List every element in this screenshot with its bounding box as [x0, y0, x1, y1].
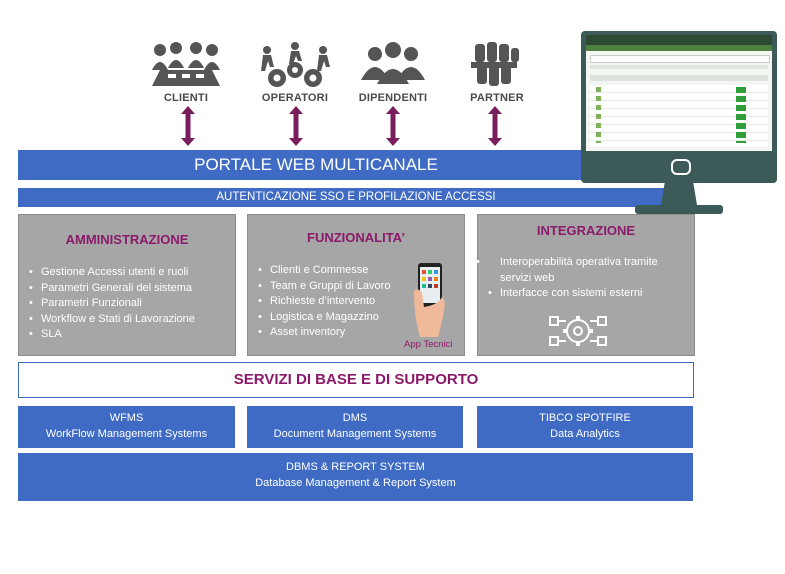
actor-clienti: CLIENTI — [141, 40, 231, 104]
list-item: Workflow e Stati di Lavorazione — [29, 312, 195, 328]
list-item: Gestione Accessi utenti e ruoli — [29, 265, 195, 281]
module-wfms: WFMS WorkFlow Management Systems — [18, 406, 235, 448]
handshake-icon — [471, 42, 519, 86]
module-subtitle: WorkFlow Management Systems — [45, 428, 208, 440]
monitor-screen — [586, 35, 772, 151]
actor-label: CLIENTI — [163, 92, 209, 104]
list-item: Asset inventory — [258, 325, 390, 341]
list-item: Parametri Funzionali — [29, 296, 195, 312]
dbms-subtitle: Database Management & Report System — [255, 477, 456, 489]
list-item: Team e Gruppi di Lavoro — [258, 279, 390, 295]
gear-integration-icon — [549, 316, 607, 346]
double-arrow-icon — [488, 106, 502, 146]
features-panel: FUNZIONALITA’ Clienti e Commesse Team e … — [247, 214, 465, 356]
module-tibco: TIBCO SPOTFIRE Data Analytics — [477, 406, 693, 448]
gears-people-icon — [261, 42, 330, 87]
auth-title: AUTENTICAZIONE SSO E PROFILAZIONE ACCESS… — [216, 191, 496, 203]
list-item-text: Interoperabilità operativa tramite servi… — [500, 256, 658, 284]
actor-dipendenti: DIPENDENTI — [348, 40, 438, 104]
list-item: Interfacce con sistemi esterni — [488, 286, 688, 302]
app-label: App Tecnici — [404, 339, 453, 350]
administration-list: Gestione Accessi utenti e ruoli Parametr… — [29, 265, 195, 343]
group-people-icon — [361, 42, 425, 84]
module-subtitle: Document Management Systems — [273, 428, 437, 440]
features-list: Clienti e Commesse Team e Gruppi di Lavo… — [258, 263, 390, 341]
actor-label: OPERATORI — [261, 92, 329, 104]
actor-partner: PARTNER — [452, 40, 542, 104]
list-item: Parametri Generali del sistema — [29, 281, 195, 297]
list-item: Interoperabilità operativa tramite servi… — [488, 255, 688, 286]
dbms-box: DBMS & REPORT SYSTEM Database Management… — [18, 453, 693, 501]
features-title: FUNZIONALITA’ — [307, 230, 405, 245]
dbms-title: DBMS & REPORT SYSTEM — [286, 461, 425, 473]
list-item: Logistica e Magazzino — [258, 310, 390, 326]
module-title: WFMS — [109, 412, 144, 424]
actor-operatori: OPERATORI — [250, 40, 340, 104]
portal-title: PORTALE WEB MULTICANALE — [194, 155, 438, 174]
integration-title: INTEGRAZIONE — [536, 223, 636, 238]
actor-label: PARTNER — [470, 92, 524, 104]
double-arrow-icon — [386, 106, 400, 146]
base-services-title: SERVIZI DI BASE E DI SUPPORTO — [233, 371, 479, 388]
smartphone-hand-icon — [414, 263, 445, 337]
portal-band: PORTALE WEB MULTICANALE — [18, 150, 614, 180]
monitor-icon — [581, 31, 777, 215]
double-arrow-icon — [289, 106, 303, 146]
base-services-box: SERVIZI DI BASE E DI SUPPORTO — [18, 362, 694, 398]
module-title: DMS — [342, 412, 368, 424]
module-subtitle: Data Analytics — [550, 428, 620, 440]
integration-list: Interoperabilità operativa tramite servi… — [488, 255, 688, 302]
list-item: Clienti e Commesse — [258, 263, 390, 279]
administration-panel: AMMINISTRAZIONE Gestione Accessi utenti … — [18, 214, 236, 356]
integration-panel: INTEGRAZIONE Interoperabilità operativa … — [477, 214, 695, 356]
administration-title: AMMINISTRAZIONE — [65, 232, 189, 247]
monitor-bottom-bar — [581, 153, 777, 183]
module-dms: DMS Document Management Systems — [247, 406, 463, 448]
actor-label: DIPENDENTI — [358, 92, 428, 104]
list-item: Richieste d’intervento — [258, 294, 390, 310]
auth-band: AUTENTICAZIONE SSO E PROFILAZIONE ACCESS… — [18, 188, 694, 207]
module-title: TIBCO SPOTFIRE — [539, 412, 631, 424]
monitor-stand — [635, 181, 723, 214]
list-item: SLA — [29, 327, 195, 343]
double-arrow-icon — [181, 106, 195, 146]
meeting-table-icon — [152, 42, 220, 86]
monitor-button — [671, 159, 691, 175]
